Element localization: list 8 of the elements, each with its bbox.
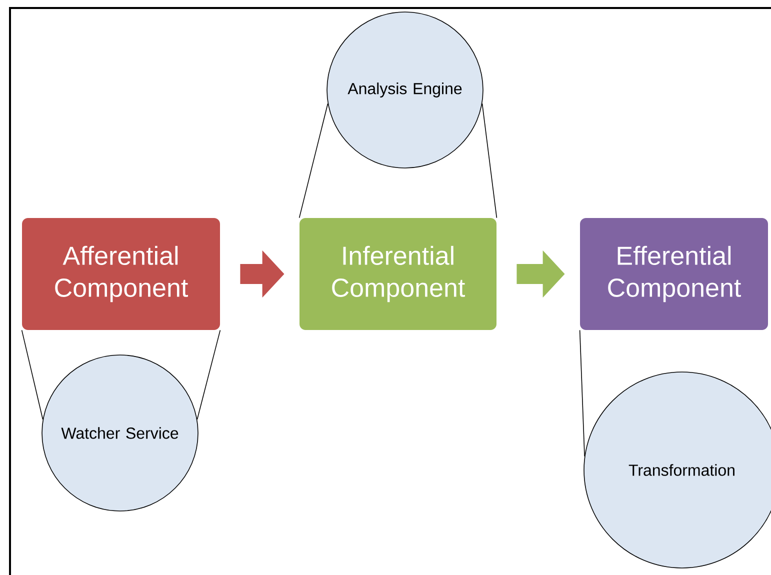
component-box: Efferential Component (580, 218, 768, 330)
connector-line (482, 103, 498, 218)
component-box: Afferential Component (22, 218, 220, 330)
connector-line (579, 330, 585, 457)
connector-line (298, 103, 328, 218)
component-box: Inferential Component (300, 218, 496, 330)
connector-line (196, 330, 221, 420)
connector-line (21, 330, 44, 420)
